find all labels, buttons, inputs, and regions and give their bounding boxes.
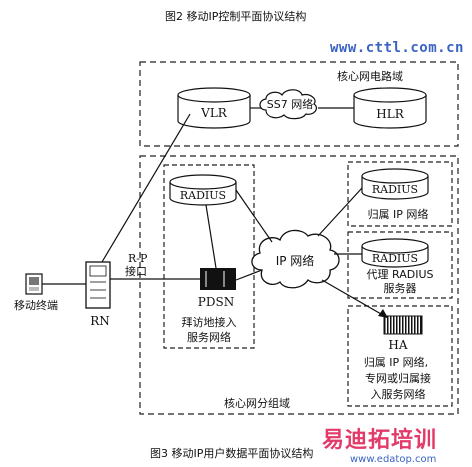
ip-cloud	[251, 229, 340, 289]
visited-network-box	[163, 164, 255, 349]
pdsn-ipnet-link	[235, 269, 263, 281]
visited-radius-label: RADIUS	[180, 189, 226, 202]
home-ip-box	[347, 161, 453, 227]
rn-vlr-link	[101, 113, 191, 263]
ipnet-ha-link	[321, 279, 389, 319]
rp-label-1: R-P	[128, 252, 148, 265]
hlr-cylinder	[353, 87, 427, 129]
home-radius-cylinder	[361, 168, 429, 200]
rp-label-2: 接口	[125, 265, 147, 278]
core-packet-label: 核心网分组域	[224, 396, 290, 410]
mobile-terminal-label: 移动终端	[14, 298, 58, 312]
proxy-radius-cylinder	[361, 238, 429, 268]
visited-label-2: 服务网络	[187, 330, 231, 344]
proxy-label-2: 服务器	[384, 282, 417, 295]
ha-device	[383, 315, 423, 335]
proxy-radius-label: RADIUS	[372, 252, 418, 265]
mobile-terminal-icon	[25, 273, 43, 295]
proxy-label-1: 代理 RADIUS	[367, 268, 434, 281]
ha-line-3: 入服务网络	[371, 387, 426, 401]
visited-label-1: 拜访地接入	[182, 316, 237, 329]
pdsn-device	[200, 268, 236, 290]
home-radius-label: RADIUS	[372, 183, 418, 196]
core-packet-domain	[139, 155, 459, 415]
ha-network-box	[347, 305, 453, 407]
ha-label: HA	[388, 338, 407, 352]
rn-label: RN	[90, 314, 110, 328]
vlr-label: VLR	[200, 106, 228, 120]
watermark-site: www.edatop.com	[350, 454, 436, 465]
watermark-url: www.cttl.com.cn	[330, 40, 464, 56]
vlr-cylinder	[177, 87, 251, 129]
ss7-label: SS7 网络	[267, 97, 313, 111]
radius-pdsn-link	[205, 204, 217, 269]
proxy-radius-box	[347, 231, 453, 299]
pdsn-label: PDSN	[198, 295, 234, 309]
hlr-label: HLR	[376, 107, 404, 121]
ha-arrow-head	[378, 309, 388, 318]
ha-line-2: 专网或归属接	[365, 371, 431, 385]
core-circuit-domain	[139, 61, 459, 147]
top-caption: 图2 移动IP控制平面协议结构	[165, 9, 306, 23]
core-circuit-label: 核心网电路域	[337, 69, 403, 83]
ipnet-home-link	[317, 187, 363, 237]
watermark-brand: 易迪拓培训	[322, 427, 437, 453]
ha-line-1: 归属 IP 网络,	[364, 355, 428, 369]
rn-device	[85, 261, 111, 309]
radius-ipnet-link	[235, 189, 273, 243]
bottom-caption: 图3 移动IP用户数据平面协议结构	[150, 446, 313, 460]
visited-radius-cylinder	[169, 174, 237, 206]
home-ip-label: 归属 IP 网络	[368, 207, 429, 221]
ss7-cloud	[259, 89, 318, 120]
ip-cloud-label: IP 网络	[276, 253, 315, 268]
